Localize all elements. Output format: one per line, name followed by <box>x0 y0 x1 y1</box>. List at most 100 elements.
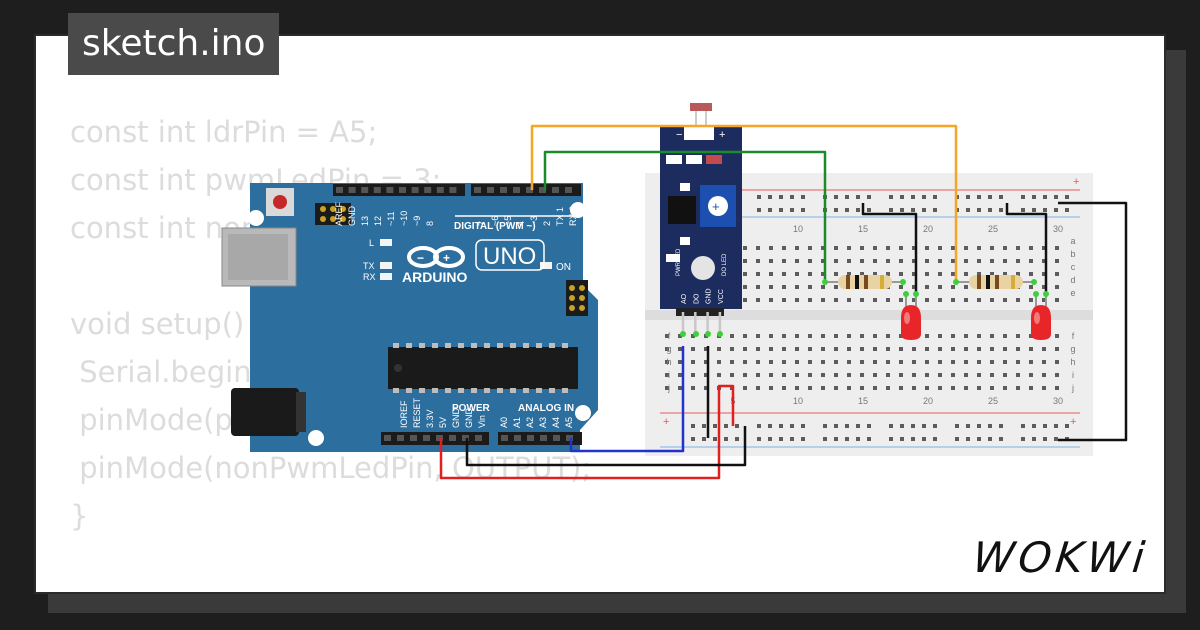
breadboard-hole <box>1055 285 1059 289</box>
breadboard-hole <box>912 246 916 250</box>
chip-pin <box>536 343 542 348</box>
breadboard-hole <box>756 272 760 276</box>
rail-hole <box>735 424 739 428</box>
breadboard-hole <box>782 360 786 364</box>
breadboard-hole <box>912 272 916 276</box>
rail-hole <box>988 424 992 428</box>
breadboard-hole <box>860 272 864 276</box>
breadboard-hole <box>938 246 942 250</box>
breadboard-hole <box>782 259 786 263</box>
breadboard-hole <box>899 386 903 390</box>
breadboard-hole <box>769 360 773 364</box>
breadboard-hole <box>899 285 903 289</box>
resistor-2[interactable] <box>956 275 1034 289</box>
rail-hole <box>1043 424 1047 428</box>
breadboard-hole <box>834 386 838 390</box>
rail-hole <box>911 437 915 441</box>
breadboard-hole <box>743 347 747 351</box>
code-line: const int ldrPin = A5; <box>70 115 378 149</box>
breadboard-hole <box>821 334 825 338</box>
breadboard-hole <box>717 373 721 377</box>
chip-pin <box>445 343 451 348</box>
rail-hole <box>900 195 904 199</box>
chip-pin <box>549 388 555 393</box>
power-pin-label: IOREF <box>399 400 409 428</box>
breadboard-hole <box>990 272 994 276</box>
breadboard-hole <box>847 347 851 351</box>
rail-hole <box>757 437 761 441</box>
breadboard-hole <box>886 298 890 302</box>
breadboard-hole <box>951 386 955 390</box>
header-hole <box>410 435 417 441</box>
breadboard-hole <box>834 334 838 338</box>
breadboard-hole <box>821 298 825 302</box>
knob-mark: + <box>712 199 720 214</box>
rail-hole <box>889 437 893 441</box>
breadboard-hole <box>899 246 903 250</box>
header-hole <box>565 187 572 193</box>
breadboard-hole <box>1055 246 1059 250</box>
rail-hole <box>922 424 926 428</box>
breadboard-hole <box>951 334 955 338</box>
breadboard-hole <box>808 360 812 364</box>
breadboard-hole <box>1042 272 1046 276</box>
breadboard-hole <box>860 347 864 351</box>
rail-hole <box>735 437 739 441</box>
red-led-1[interactable] <box>901 294 921 340</box>
power-label: POWER <box>452 403 491 414</box>
header-hole <box>436 187 444 193</box>
row-letter: a <box>1070 236 1075 246</box>
breadboard-hole <box>1055 386 1059 390</box>
column-number: 15 <box>858 396 868 406</box>
breadboard-hole <box>1003 298 1007 302</box>
breadboard-hole <box>756 259 760 263</box>
breadboard-hole <box>795 259 799 263</box>
breadboard-hole <box>1003 360 1007 364</box>
breadboard-hole <box>990 259 994 263</box>
reset-button[interactable] <box>273 195 287 209</box>
breadboard-hole <box>756 334 760 338</box>
analog-pin-label: A5 <box>564 417 574 428</box>
breadboard-hole <box>938 334 942 338</box>
breadboard-hole <box>1029 347 1033 351</box>
rail-hole <box>1032 195 1036 199</box>
breadboard-hole <box>808 259 812 263</box>
header-hole <box>514 435 521 441</box>
breadboard-hole <box>1042 298 1046 302</box>
breadboard-hole <box>1016 259 1020 263</box>
breadboard-hole <box>1029 298 1033 302</box>
chip-pin <box>471 343 477 348</box>
breadboard-hole <box>990 386 994 390</box>
breadboard-hole <box>821 272 825 276</box>
rail-hole <box>900 208 904 212</box>
breadboard-hole <box>977 298 981 302</box>
chip-pin <box>484 388 490 393</box>
chip-pin <box>523 388 529 393</box>
breadboard-hole <box>860 360 864 364</box>
rail-hole <box>768 208 772 212</box>
breadboard-hole <box>873 373 877 377</box>
breadboard-hole <box>938 386 942 390</box>
digital-pin-label: ~11 <box>386 211 396 226</box>
rail-hole <box>757 195 761 199</box>
breadboard-hole <box>1042 360 1046 364</box>
breadboard-hole <box>1055 360 1059 364</box>
breadboard-hole <box>899 272 903 276</box>
breadboard-hole <box>795 334 799 338</box>
breadboard-hole <box>665 386 669 390</box>
rail-hole <box>988 195 992 199</box>
potentiometer-knob[interactable] <box>708 196 728 216</box>
rail-hole <box>856 437 860 441</box>
breadboard-hole <box>782 246 786 250</box>
breadboard-hole <box>691 360 695 364</box>
rail-hole <box>900 437 904 441</box>
sensor-pin-label: AO <box>681 293 688 304</box>
wire-orange <box>530 124 958 282</box>
rail-hole <box>801 437 805 441</box>
breadboard-hole <box>1016 334 1020 338</box>
header-hole <box>513 187 520 193</box>
resistor-1[interactable] <box>825 275 903 289</box>
